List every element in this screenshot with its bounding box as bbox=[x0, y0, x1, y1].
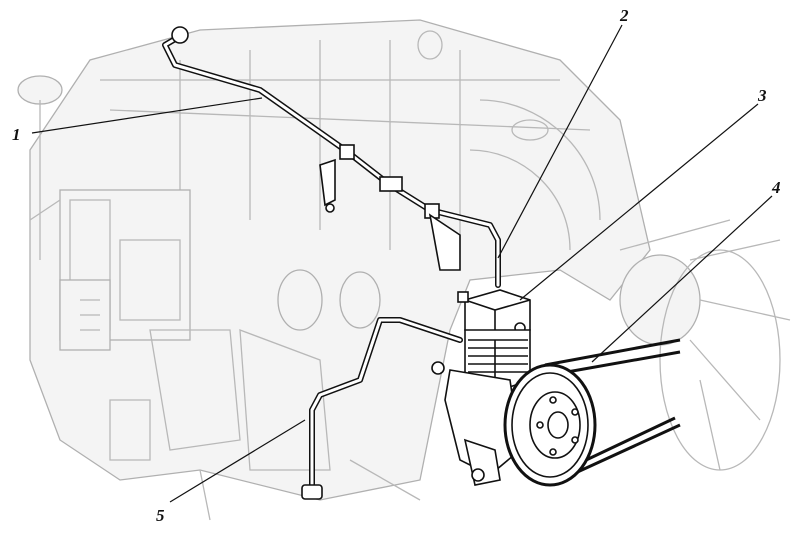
callout-1: 1 bbox=[12, 125, 21, 144]
pipe-1 bbox=[162, 26, 501, 288]
leader-line-2 bbox=[497, 24, 623, 259]
leader-line-5 bbox=[169, 419, 306, 503]
callout-5: 5 bbox=[156, 506, 165, 525]
air-compressor bbox=[431, 289, 531, 486]
callout-4: 4 bbox=[772, 178, 781, 197]
engine-block-outline bbox=[17, 19, 791, 521]
pulley-and-belt bbox=[503, 338, 681, 487]
leader-line-3 bbox=[519, 103, 759, 301]
callout-3: 3 bbox=[758, 86, 767, 105]
pipe-5 bbox=[301, 317, 463, 500]
leader-line-1 bbox=[31, 97, 263, 134]
leader-line-4 bbox=[591, 195, 773, 363]
callout-2: 2 bbox=[620, 6, 629, 25]
